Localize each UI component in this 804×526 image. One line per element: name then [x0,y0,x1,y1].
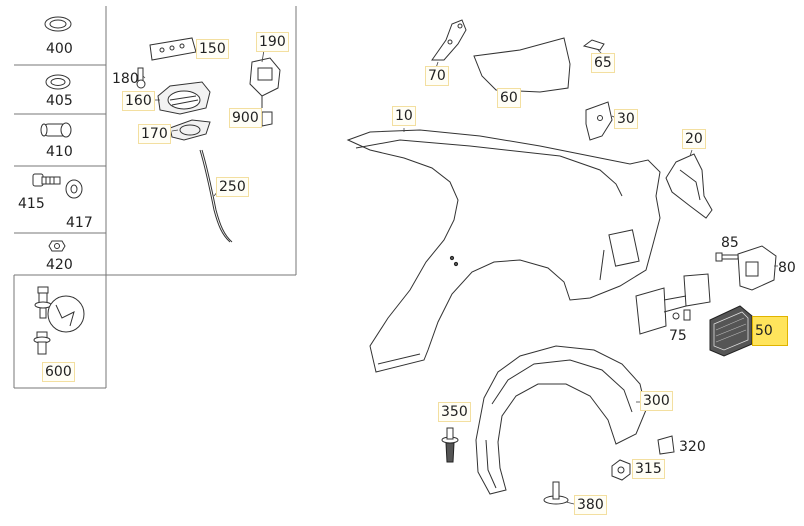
label-80[interactable]: 80 [778,260,796,276]
label-250[interactable]: 250 [216,177,249,197]
part-160-housing[interactable] [157,81,211,115]
label-320[interactable]: 320 [679,439,706,455]
part-410-plug[interactable] [40,122,72,138]
label-405[interactable]: 405 [46,93,73,109]
label-70[interactable]: 70 [425,66,449,86]
label-350[interactable]: 350 [438,402,471,422]
label-20[interactable]: 20 [682,129,706,149]
part-30-bracket[interactable] [585,101,617,141]
part-70-bracket[interactable] [431,19,467,69]
part-10-side-panel[interactable] [346,128,661,373]
label-410[interactable]: 410 [46,144,73,160]
label-60[interactable]: 60 [497,88,521,108]
label-400[interactable]: 400 [46,41,73,57]
part-320-clip[interactable] [657,435,675,455]
label-170[interactable]: 170 [138,124,171,144]
label-85[interactable]: 85 [721,235,739,251]
part-150-cover[interactable] [149,37,197,61]
part-405-grommet[interactable] [45,74,71,90]
label-160[interactable]: 160 [122,91,155,111]
part-315-nut[interactable] [611,459,631,481]
part-60-panel[interactable] [473,37,571,93]
label-380[interactable]: 380 [574,495,607,515]
part-350-push-clip[interactable] [441,427,459,463]
part-380-rivet[interactable] [543,481,575,505]
label-75[interactable]: 75 [669,328,687,344]
part-250-cable[interactable] [199,149,233,243]
label-600[interactable]: 600 [42,362,75,382]
label-190[interactable]: 190 [256,32,289,52]
part-417-washer[interactable] [65,179,83,199]
part-50-module[interactable] [709,305,753,357]
label-180[interactable]: 180 [112,71,139,87]
label-315[interactable]: 315 [632,459,665,479]
label-300[interactable]: 300 [640,391,673,411]
part-20-liner-bracket[interactable] [665,149,713,219]
label-420[interactable]: 420 [46,257,73,273]
part-400-grommet[interactable] [44,16,72,32]
part-190-actuator[interactable] [249,57,281,108]
part-600-stud-set[interactable] [33,286,85,355]
label-65[interactable]: 65 [591,53,615,73]
label-415[interactable]: 415 [18,196,45,212]
part-300-wheel-liner[interactable] [475,345,647,495]
label-900[interactable]: 900 [229,108,262,128]
label-10[interactable]: 10 [392,106,416,126]
part-75-bracket[interactable] [635,273,711,335]
small-parts-grid [13,6,297,389]
label-30[interactable]: 30 [614,109,638,129]
part-900-bracket[interactable] [261,111,273,127]
label-50-selected[interactable]: 50 [752,316,788,346]
part-415-bolt[interactable] [32,173,61,187]
part-85-bolt[interactable] [715,252,739,262]
label-150[interactable]: 150 [196,39,229,59]
part-170-seal[interactable] [169,119,211,141]
part-80-plate[interactable] [737,245,778,291]
part-180-pin[interactable] [136,67,146,89]
part-420-nut[interactable] [48,240,66,252]
label-417[interactable]: 417 [66,215,93,231]
